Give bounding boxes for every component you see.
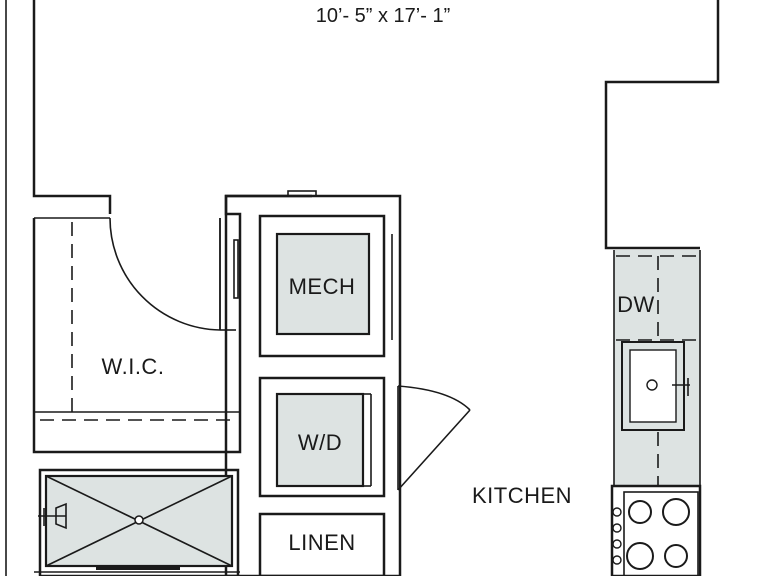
mech-unit (275, 232, 371, 336)
kitchen-label: KITCHEN (472, 483, 572, 508)
mech-label: MECH (289, 274, 356, 299)
wic-label: W.I.C. (102, 354, 165, 379)
main-room-walls (5, 0, 720, 576)
wic-door[interactable] (109, 217, 236, 331)
linen-label: LINEN (288, 530, 355, 555)
range-knobs (612, 507, 622, 565)
room-dimension: 10’- 5” x 17’- 1” (316, 5, 451, 27)
wd-door[interactable] (397, 385, 471, 491)
sink (621, 341, 685, 431)
washer-dryer-unit (275, 392, 365, 488)
range (610, 484, 702, 576)
wd-label: W/D (298, 430, 342, 455)
walk-in-closet (32, 194, 312, 454)
faucet-icon (672, 378, 690, 396)
kitchen-counter (613, 250, 701, 486)
dw-label: DW (617, 292, 655, 317)
shower (34, 468, 240, 576)
shower-head-icon (38, 502, 67, 530)
utility-core-walls (224, 190, 402, 576)
